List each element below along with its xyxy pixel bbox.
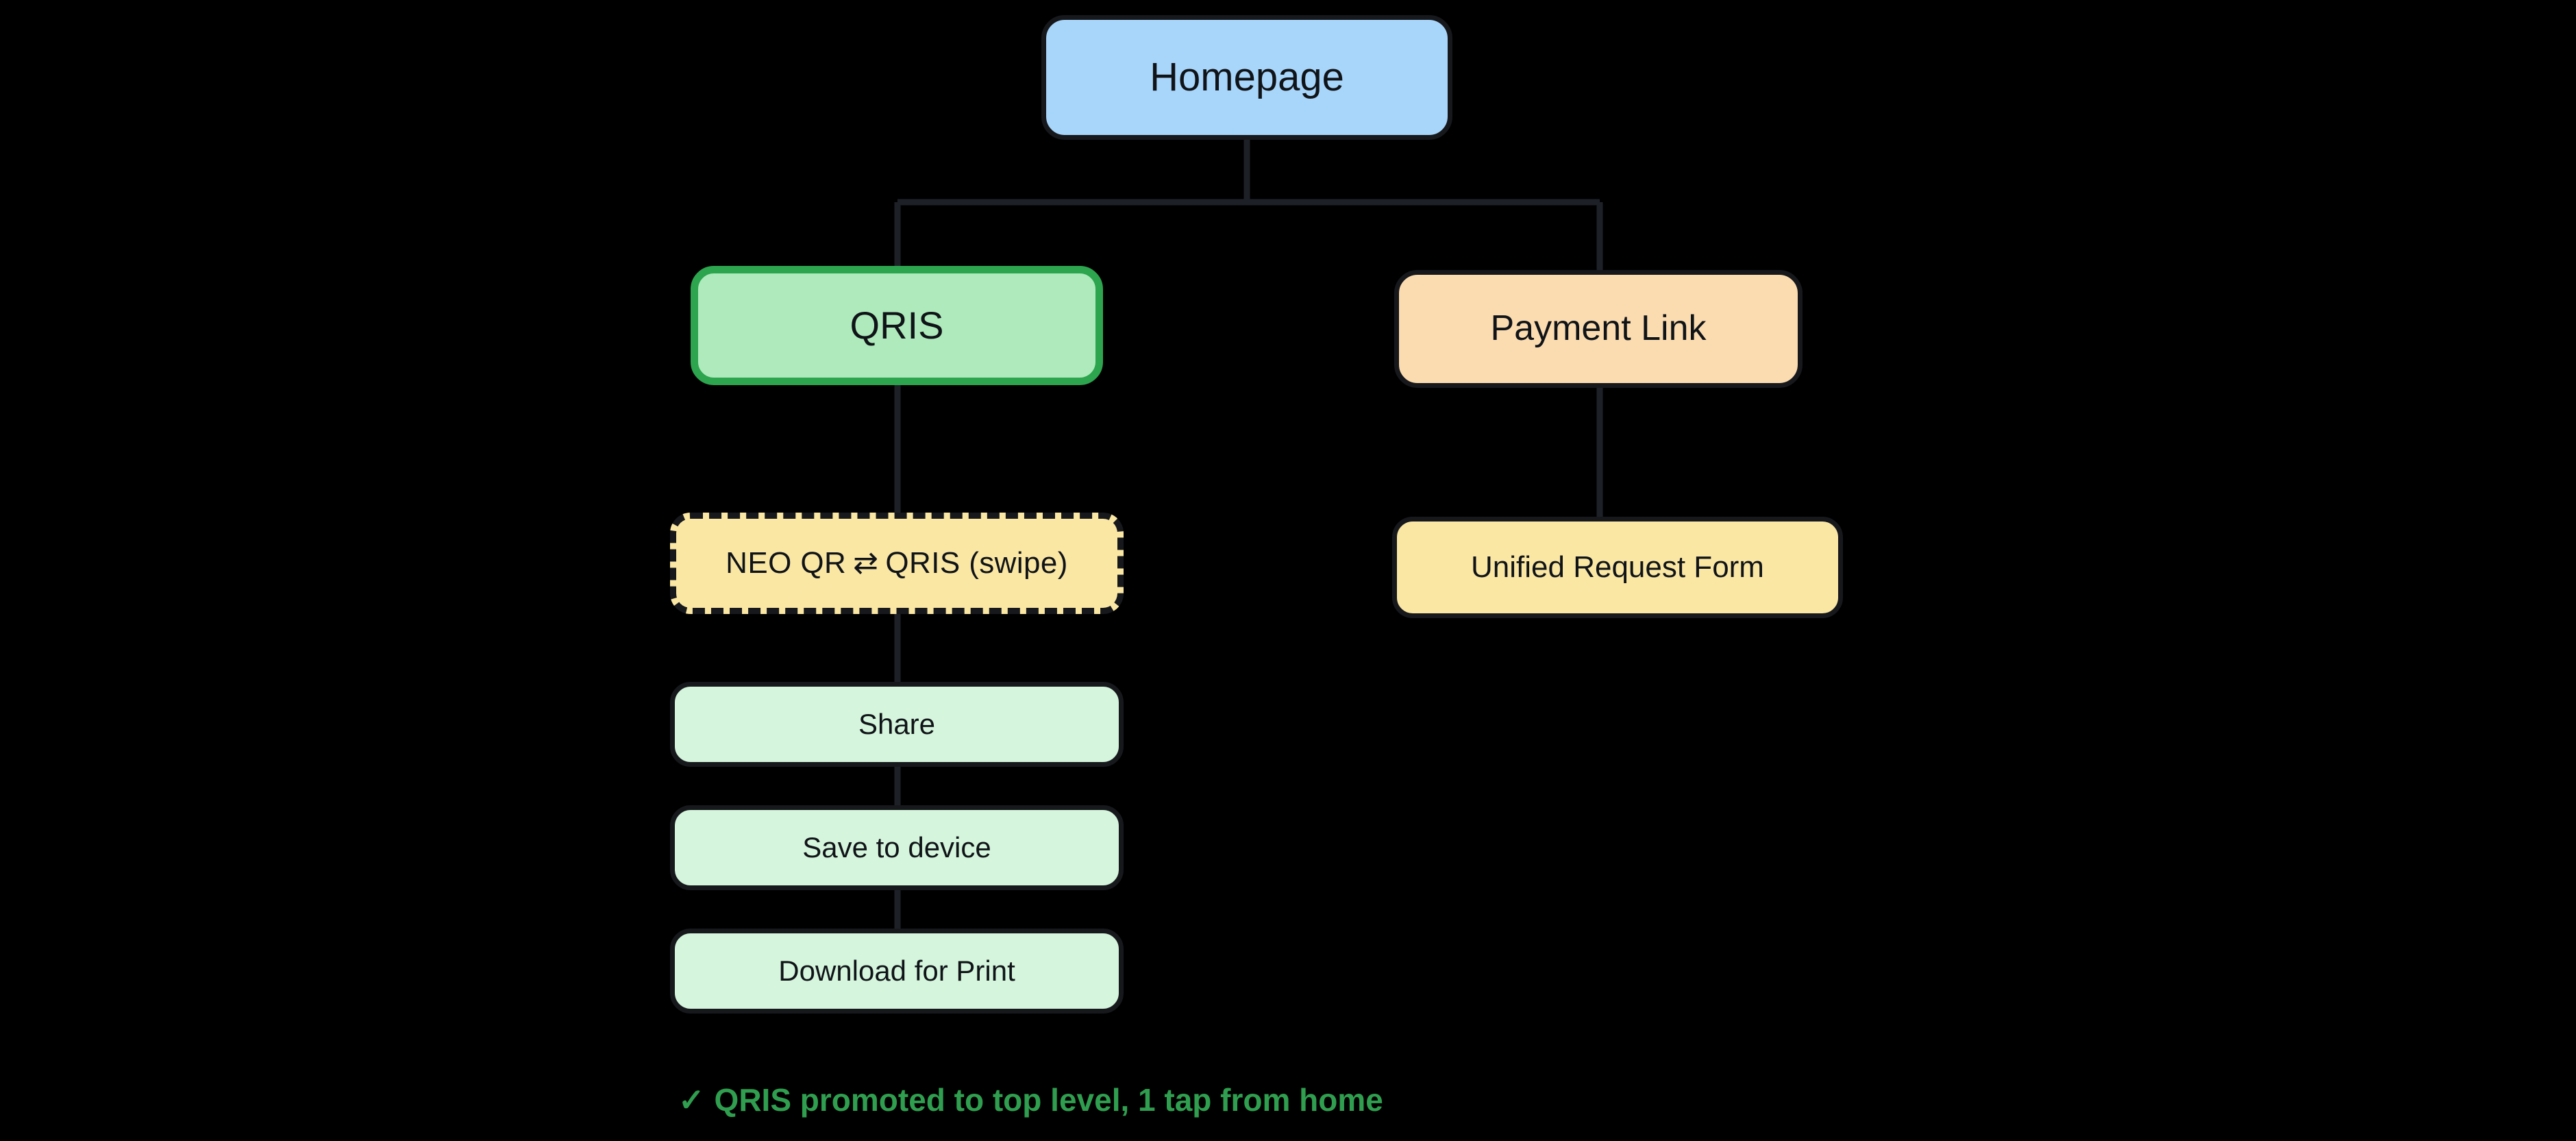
check-icon: ✓ [678,1082,705,1118]
node-qris-label: QRIS [850,303,944,347]
swap-arrows-icon: ⇄ [853,545,879,580]
node-homepage-label: Homepage [1150,54,1344,99]
node-unified-request-form-label: Unified Request Form [1471,550,1764,584]
node-share[interactable]: Share [670,682,1124,767]
caption-text: QRIS promoted to top level, 1 tap from h… [714,1082,1383,1118]
diagram-caption: ✓QRIS promoted to top level, 1 tap from … [678,1081,1383,1118]
node-neo-qr-swipe[interactable]: NEO QR⇄QRIS (swipe) [670,513,1124,614]
node-download-for-print[interactable]: Download for Print [670,929,1124,1014]
node-save-to-device-label: Save to device [802,831,991,863]
node-qris[interactable]: QRIS [691,266,1103,385]
node-share-label: Share [858,707,936,740]
node-neo-qr-swipe-label: NEO QR⇄QRIS (swipe) [676,546,1117,581]
node-save-to-device[interactable]: Save to device [670,805,1124,890]
neo-qr-text: NEO QR [726,545,847,580]
qris-swipe-text: QRIS (swipe) [885,545,1068,580]
node-unified-request-form[interactable]: Unified Request Form [1392,517,1843,618]
node-payment-link-label: Payment Link [1490,308,1707,349]
node-homepage[interactable]: Homepage [1041,15,1452,140]
node-payment-link[interactable]: Payment Link [1394,270,1803,388]
node-download-for-print-label: Download for Print [778,954,1015,987]
